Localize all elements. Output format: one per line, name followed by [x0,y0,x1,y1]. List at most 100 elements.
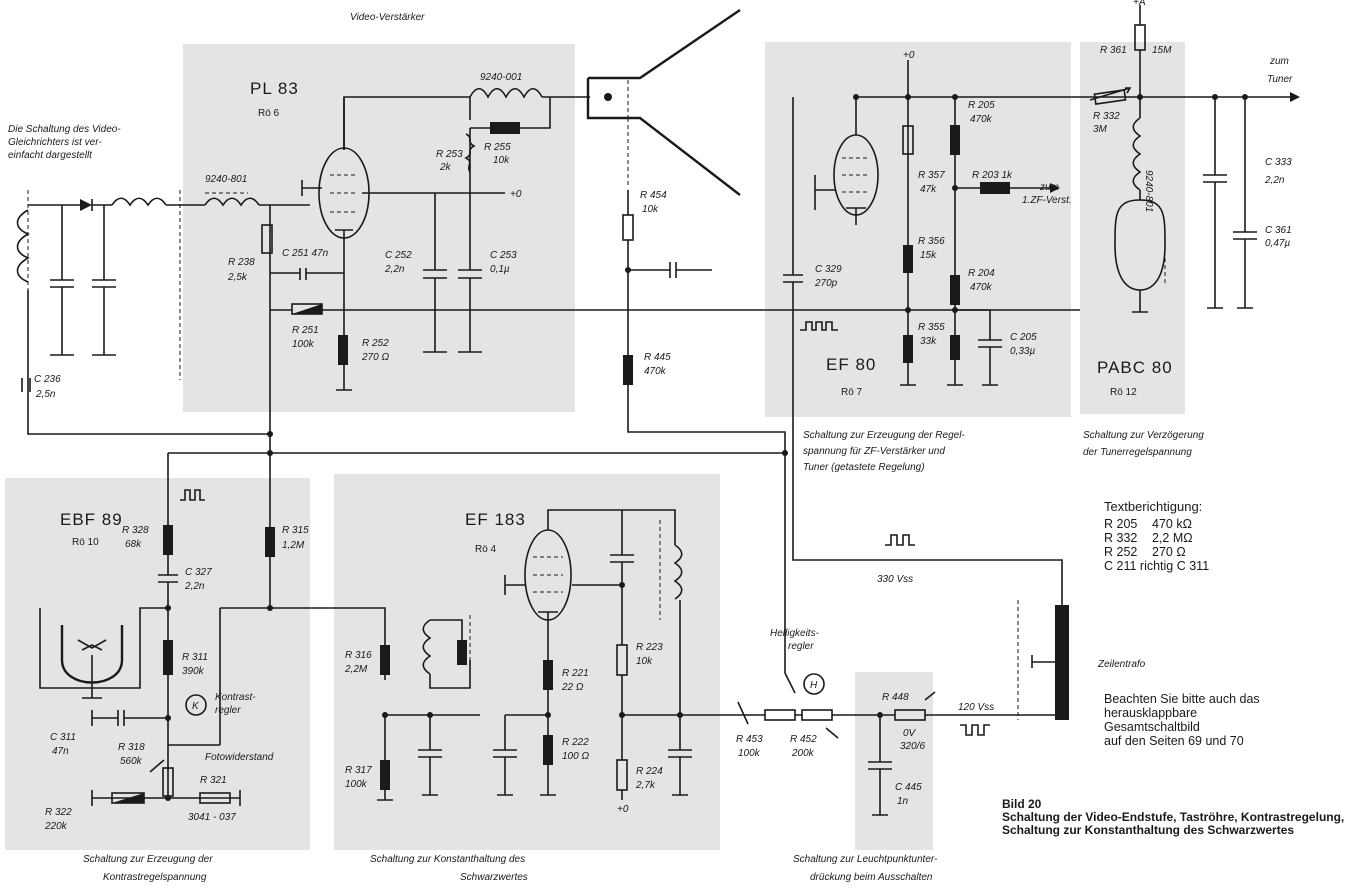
r252-ref: R 252 [362,338,389,349]
zum-tuner-1: zum [1269,56,1289,67]
arrow-zf [1050,183,1060,193]
r356-val: 15k [920,250,937,261]
block-regelspannung [765,42,1071,417]
c253-ref: C 253 [490,250,517,261]
kontrast-1: Kontrast- [215,692,256,703]
resistor-r356 [903,245,913,273]
r224-val: 2,7k [635,780,656,791]
r315-ref: R 315 [282,525,309,536]
r453-val: 100k [738,748,761,759]
r255-ref: R 255 [484,142,511,153]
resistor-schwarz [457,640,467,665]
caption-konstant-2: Schwarzwertes [460,872,528,883]
see-also-line: Gesamtschaltbild [1104,720,1200,734]
r445-val: 470k [644,366,667,377]
video-rectifier [16,190,270,435]
r445-ref: R 445 [644,352,671,363]
caption-verz-1: Schaltung zur Verzögerung [1083,430,1204,441]
tube-ef183 [504,509,676,715]
r317-val: 100k [345,779,368,790]
c445-val: 1n [897,796,909,807]
c236-ref: C 236 [34,374,61,385]
cap-c311 [92,710,168,726]
resistor-r316 [380,645,390,675]
caption-regel-1: Schaltung zur Erzeugung der Regel- [803,430,965,441]
see-also-note: Beachten Sie bitte auch das herausklappb… [1104,692,1344,748]
pulse-ebf89 [180,489,205,501]
heading-video-amp: Video-Verstärker [350,12,425,23]
v120-label: 120 Vss [958,702,994,713]
figure-caption: Bild 20 Schaltung der Video-Endstufe, Ta… [1002,798,1354,837]
resistor-r317 [380,760,390,790]
helligkeit-knob-symbol [803,673,825,695]
resistor-r355 [903,335,913,363]
correction-ref: R 252 [1104,545,1138,559]
c311-ref: C 311 [50,732,76,743]
block-schwarzwert [334,474,720,850]
kontrast-k: K [192,701,200,712]
correction-ref: R 332 [1104,531,1138,545]
zeilentrafo-label: Zeilentrafo [1097,659,1146,670]
caption-kontrast-1: Schaltung zur Erzeugung der [83,854,213,865]
helligkeit-1: Helligkeits- [770,628,820,639]
c327-ref: C 327 [185,567,212,578]
wire-crt-g1 [627,190,712,278]
r251-fill [292,304,322,314]
tube-ef183-ref: Rö 4 [475,544,497,555]
r222-ref: R 222 [562,737,589,748]
tube-pl83 [301,96,505,310]
plus0-b: +0 [510,189,522,200]
r318-val: 560k [120,756,143,767]
r253-val: 2k [439,162,452,173]
resistor-r203 [980,182,1010,194]
tube-pabc80-type: PABC 80 [1097,358,1173,377]
block-video-amp [183,44,575,412]
r224-ref: R 224 [636,766,663,777]
r318-ref: R 318 [118,742,145,753]
block-leuchtpunkt [855,672,933,850]
c236-val: 2,5n [35,389,56,400]
r332-ref: R 332 [1093,111,1120,122]
cap-c251 [270,268,344,280]
resistor-r315 [265,527,275,557]
r255-val: 10k [493,155,510,166]
caption-verz-2: der Tunerregelspannung [1083,447,1192,458]
resistor-r357 [902,125,914,155]
coil-ef183 [673,544,683,600]
rectifier-note-3: einfacht dargestellt [8,150,93,161]
c329-ref: C 329 [815,264,842,275]
r204-ref: R 204 [968,268,995,279]
r315-val: 1,2M [282,540,305,551]
r221-val: 22 Ω [561,682,584,693]
resistor-r224 [616,759,628,791]
correction-title: Textberichtigung: [1104,499,1203,514]
r452-ref: R 452 [790,734,817,745]
caption-regel-2: spannung für ZF-Verstärker und [803,446,945,457]
r355-val: 33k [920,336,937,347]
r316-ref: R 316 [345,650,372,661]
fotowiderstand-part: 3041 - 037 [188,812,236,823]
c205-val: 0,33µ [1010,346,1035,357]
r454-val: 10k [642,204,659,215]
r203-label: R 203 1k [972,170,1013,181]
correction-value: 470 kΩ [1152,517,1192,531]
resistor-r361 [1134,24,1146,51]
coil-9240-001 [469,87,543,99]
r453-ref: R 453 [736,734,763,745]
tube-ef183-type: EF 183 [465,510,526,529]
r357-val: 47k [920,184,937,195]
pulse-ef80 [800,321,838,331]
c361-ref: C 361 [1265,225,1292,236]
r328-val: 68k [125,539,142,550]
r454-ref: R 454 [640,190,667,201]
plus0-c: +0 [617,804,629,815]
resistor-r205 [950,125,960,155]
caption-leucht-2: drückung beim Ausschalten [810,872,933,883]
r361-val: 15M [1152,45,1172,56]
resistor-r454 [622,214,634,241]
tube-ef80-type: EF 80 [826,355,876,374]
resistor-r448 [894,709,926,721]
